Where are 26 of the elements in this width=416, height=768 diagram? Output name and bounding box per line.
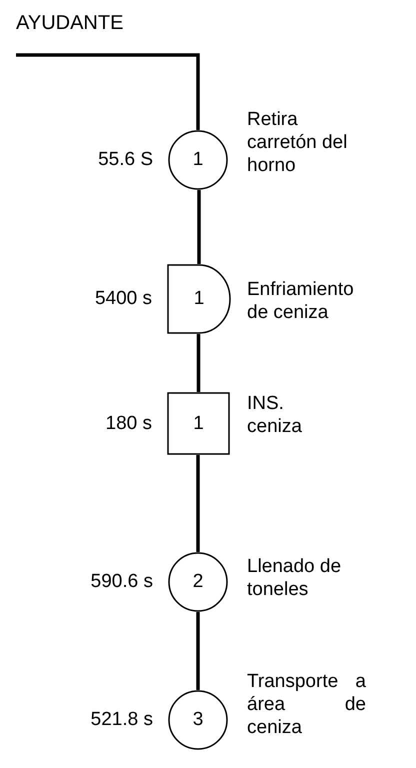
time-label: 590.6 s: [90, 571, 153, 593]
step-number: 1: [192, 149, 204, 171]
delay-symbol: [167, 264, 231, 334]
inspection-square: [167, 392, 230, 455]
operation-circle: [168, 552, 228, 612]
flow-line: [197, 190, 201, 264]
activity-description: Llenado de toneles: [247, 555, 342, 601]
operation-circle: [168, 690, 228, 750]
step-number: 1: [194, 288, 204, 310]
flow-line: [196, 612, 200, 690]
step-number: 2: [192, 571, 204, 593]
time-label: 55.6 S: [97, 149, 153, 171]
time-label: 521.8 s: [90, 709, 153, 731]
flow-line: [196, 455, 200, 552]
time-label: 5400 s: [94, 288, 152, 310]
activity-description: Transporte a área de ceniza: [247, 670, 366, 739]
activity-description: Enfriamiento de ceniza: [247, 278, 355, 324]
flow-line: [196, 334, 200, 392]
activity-description: INS. ceniza: [247, 392, 303, 438]
operation-circle: [168, 130, 228, 190]
flow-line: [16, 53, 200, 130]
time-label: 180 s: [104, 412, 152, 434]
step-number: 3: [192, 709, 204, 731]
step-number: 1: [193, 412, 204, 434]
worker-heading: AYUDANTE: [16, 12, 156, 55]
activity-description: Retira carretón del horno: [247, 108, 348, 177]
